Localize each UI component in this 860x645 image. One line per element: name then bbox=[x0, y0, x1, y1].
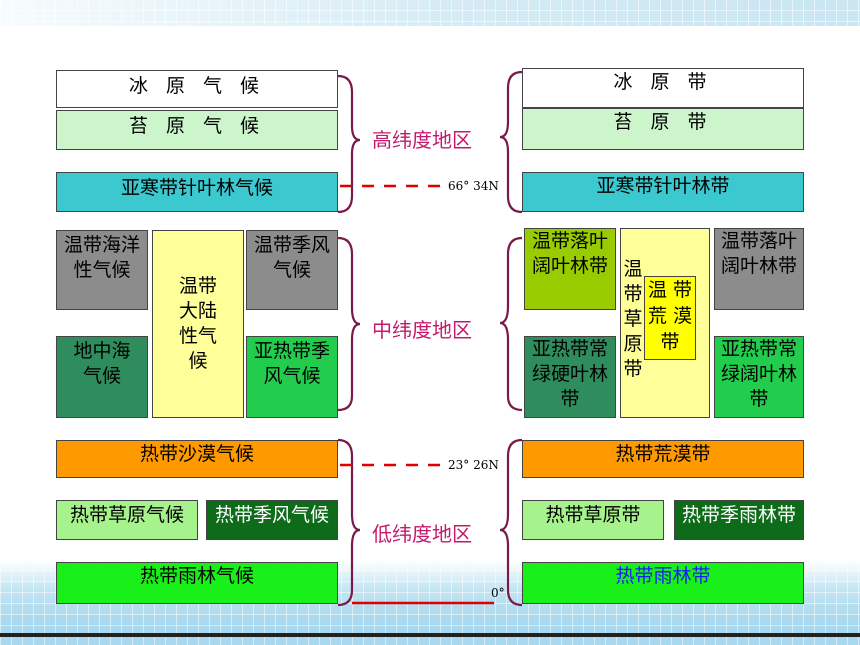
left-bracket-mid bbox=[337, 236, 361, 412]
latitude-arctic: 66° 34N bbox=[448, 179, 499, 193]
zone-temperate-desert: 温 带荒 漠带 bbox=[644, 276, 696, 360]
region-high-latitude: 高纬度地区 bbox=[372, 128, 472, 152]
climate-tropical-monsoon: 热带季风气候 bbox=[206, 500, 338, 540]
left-bracket-low bbox=[337, 438, 361, 607]
zone-tropical-grassland: 热带草原带 bbox=[522, 500, 664, 540]
climate-tropical-savanna: 热带草原气候 bbox=[56, 500, 198, 540]
region-low-latitude: 低纬度地区 bbox=[372, 522, 472, 546]
right-bracket-low bbox=[499, 438, 523, 607]
zone-subtropical-sclerophyll: 亚热带常绿硬叶林带 bbox=[524, 336, 616, 418]
footer-line bbox=[0, 633, 860, 637]
latitude-equator: 0° bbox=[491, 586, 505, 600]
zone-ice: 冰 原 带 bbox=[522, 68, 804, 108]
climate-subarctic: 亚寒带针叶林气候 bbox=[56, 172, 338, 212]
climate-subtropical-monsoon: 亚热带季风气候 bbox=[246, 336, 338, 418]
region-mid-latitude: 中纬度地区 bbox=[372, 318, 472, 342]
zone-subtropical-evergreen: 亚热带常绿阔叶林带 bbox=[714, 336, 804, 418]
climate-tropical-rainforest: 热带雨林气候 bbox=[56, 562, 338, 604]
zone-temperate-deciduous-right: 温带落叶阔叶林带 bbox=[714, 228, 804, 310]
climate-temperate-maritime: 温带海洋性气候 bbox=[56, 230, 148, 310]
zone-tropical-monsoon-forest: 热带季雨林带 bbox=[674, 500, 804, 540]
climate-ice: 冰 原 气 候 bbox=[56, 70, 338, 108]
zone-subarctic: 亚寒带针叶林带 bbox=[522, 172, 804, 212]
climate-tropical-desert: 热带沙漠气候 bbox=[56, 440, 338, 478]
zone-tropical-desert: 热带荒漠带 bbox=[522, 440, 804, 478]
right-bracket-mid bbox=[499, 236, 523, 412]
climate-temperate-continental: 温带大陆性气候 bbox=[152, 230, 244, 418]
header-pattern-fade bbox=[0, 0, 860, 26]
climate-temperate-monsoon: 温带季风气候 bbox=[246, 230, 338, 310]
zone-temperate-deciduous-left: 温带落叶阔叶林带 bbox=[524, 228, 616, 310]
climate-mediterranean: 地中海气候 bbox=[56, 336, 148, 418]
zone-tropical-rainforest: 热带雨林带 bbox=[522, 562, 804, 604]
latitude-tropic: 23° 26N bbox=[448, 458, 499, 472]
right-bracket-high bbox=[499, 70, 523, 214]
left-bracket-high bbox=[337, 74, 361, 214]
climate-moss: 苔 原 气 候 bbox=[56, 110, 338, 150]
zone-moss: 苔 原 带 bbox=[522, 108, 804, 150]
